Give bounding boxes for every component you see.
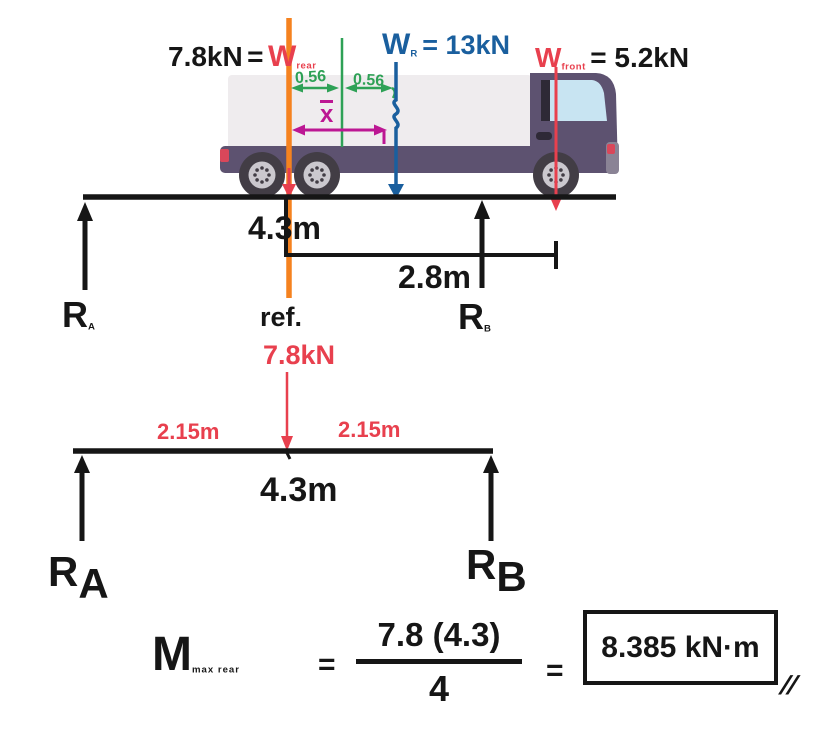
beam-reaction-a-label: RA	[48, 551, 109, 605]
reaction-b-subscript: B	[484, 323, 492, 335]
xbar-symbol: x	[320, 100, 334, 128]
beam-load-label: 7.8kN	[263, 340, 336, 370]
resultant-weight-label: WR = 13kN	[382, 30, 510, 60]
simple-beam	[73, 448, 493, 460]
w-front-subscript: front	[561, 61, 586, 73]
rear-weight-equals: =	[247, 41, 264, 72]
beam-left-span-label: 2.15m	[157, 419, 220, 444]
reference-label: ref.	[260, 302, 303, 332]
beam-right-span-label: 2.15m	[338, 417, 401, 442]
w-rear-subscript: rear	[296, 60, 317, 72]
truck-illustration	[220, 73, 619, 198]
beam-reaction-b-arrow	[483, 455, 499, 541]
beam-reaction-a-subscript: A	[78, 559, 110, 607]
reaction-a-subscript: A	[88, 321, 96, 333]
reaction-b-label: RB	[458, 299, 491, 335]
beam-reaction-a-symbol: R	[48, 548, 79, 595]
w-r-value: = 13kN	[422, 30, 511, 60]
xbar-label: x	[320, 100, 334, 128]
beam-reaction-b-symbol: R	[466, 541, 497, 588]
rear-weight-value: 7.8kN	[168, 41, 243, 72]
moment-result-box: 8.385 kN·m	[583, 610, 778, 685]
beam-total-span-label: 4.3m	[260, 471, 338, 509]
moment-result-value: 8.385 kN·m	[601, 630, 760, 664]
moment-subscript: max rear	[191, 664, 240, 676]
moment-symbol-group: Mmax rear	[152, 631, 240, 679]
xbar-dimension	[292, 124, 387, 144]
rear-axle-weight-label: 7.8kN = Wrear	[168, 42, 316, 72]
w-r-symbol: W	[382, 28, 411, 61]
reaction-b-symbol: R	[458, 296, 484, 337]
w-rear-symbol: W	[267, 40, 297, 73]
moment-fraction: 7.8 (4.3) 4	[356, 616, 522, 710]
beam-load-arrow	[281, 372, 293, 451]
beam-reaction-b-label: RB	[466, 544, 527, 598]
beam-reaction-b-subscript: B	[496, 552, 528, 600]
beam-reaction-a-arrow	[74, 455, 90, 541]
axle-offset-right-label: 0.56	[352, 71, 385, 90]
rear-weight-arrow	[282, 168, 296, 198]
ground-beam	[83, 194, 616, 269]
reaction-a-arrow	[77, 202, 93, 290]
front-axle-weight-label: Wfront = 5.2kN	[535, 44, 689, 72]
moment-symbol: M	[152, 628, 192, 681]
equation-equals-1: =	[318, 648, 336, 681]
resultant-arrow	[388, 62, 404, 199]
reaction-a-symbol: R	[62, 294, 88, 335]
reaction-a-label: RA	[62, 297, 95, 333]
w-front-symbol: W	[535, 42, 562, 73]
fraction-numerator: 7.8 (4.3)	[356, 616, 522, 664]
w-r-subscript: R	[410, 48, 418, 60]
w-front-value: = 5.2kN	[590, 42, 690, 73]
support-b-distance-label: 2.8m	[398, 259, 471, 295]
axle-offset-left-label: 0.56	[294, 67, 327, 88]
reaction-b-arrow	[474, 200, 490, 288]
equation-equals-2: =	[546, 654, 564, 687]
fraction-denominator: 4	[428, 668, 450, 709]
wheelbase-dimension-label: 4.3m	[248, 210, 321, 246]
